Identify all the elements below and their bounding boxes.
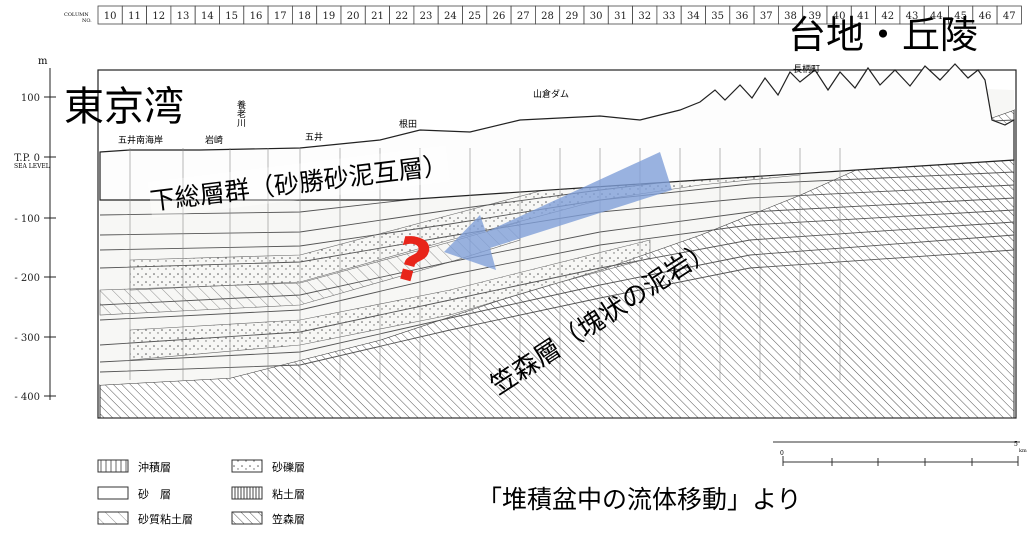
column-number: 11 xyxy=(128,11,141,22)
scale-end: 5 xyxy=(1014,441,1018,448)
column-number: 16 xyxy=(250,11,263,22)
depth-tick-label: - 400 xyxy=(14,392,40,403)
column-number: 12 xyxy=(152,11,165,22)
column-number: 30 xyxy=(590,11,603,22)
column-number: 23 xyxy=(420,11,433,22)
depth-tick-label: T.P. 0 xyxy=(14,153,40,164)
title-tokyo-bay: 東京湾 xyxy=(64,84,184,130)
column-number: 18 xyxy=(298,11,311,22)
depth-tick-label: 100 xyxy=(21,93,40,104)
column-number: 45 xyxy=(954,11,967,22)
depth-tick-label: - 200 xyxy=(14,273,40,284)
column-number: 25 xyxy=(468,11,481,22)
fluid-flow-arrow xyxy=(444,152,672,270)
column-number: 40 xyxy=(833,11,846,22)
column-number: 35 xyxy=(711,11,724,22)
column-number: 22 xyxy=(395,11,408,22)
scale-bar xyxy=(773,441,1020,466)
depth-tick-label: - 300 xyxy=(14,333,40,344)
column-number: 15 xyxy=(225,11,238,22)
column-number: 13 xyxy=(177,11,190,22)
column-number: 19 xyxy=(322,11,335,22)
legend-label-alluvium: 沖積層 xyxy=(138,460,171,474)
column-number: 21 xyxy=(371,11,384,22)
legend-label-sandy-clay: 砂質粘土層 xyxy=(138,512,193,526)
column-number: 17 xyxy=(274,11,287,22)
column-number-header: 10 11 12 13 14 15 16 17 18 19 20 21 22 23 24 25 26 27 28 29… xyxy=(97,5,1022,25)
title-upland-hills: 台地・丘陵 xyxy=(788,13,979,57)
column-number: 14 xyxy=(201,11,214,22)
place-iwasaki: 岩崎 xyxy=(205,134,223,146)
ground-surface xyxy=(99,63,1015,201)
column-number: 38 xyxy=(784,11,797,22)
column-header-no-label: NO. xyxy=(82,18,92,24)
legend-label-clay: 粘土層 xyxy=(272,487,305,501)
column-number: 27 xyxy=(517,11,530,22)
column-number: 37 xyxy=(760,11,773,22)
place-neda: 根田 xyxy=(399,118,417,130)
column-number: 36 xyxy=(736,11,749,22)
legend-label-gravel: 砂礫層 xyxy=(272,460,305,474)
source-note: 「堆積盆中の流体移動」より xyxy=(477,485,802,514)
column-header-label: COLUMN xyxy=(64,12,89,18)
legend-label-kasamori: 笠森層 xyxy=(272,512,305,526)
column-number: 34 xyxy=(687,11,700,22)
borehole-column-lines xyxy=(129,148,841,380)
scale-start: 0 xyxy=(780,450,784,457)
column-number: 32 xyxy=(638,11,651,22)
column-number: 41 xyxy=(857,11,870,22)
column-number: 42 xyxy=(881,11,894,22)
column-number: 28 xyxy=(541,11,554,22)
column-number: 39 xyxy=(808,11,821,22)
column-cell xyxy=(996,5,1022,25)
column-number: 44 xyxy=(930,11,943,22)
column-number: 26 xyxy=(493,11,506,22)
place-nagara-town: 長柄町 xyxy=(793,63,820,75)
depth-axis-unit: m xyxy=(38,56,48,67)
column-number: 31 xyxy=(614,11,627,22)
column-number: 29 xyxy=(565,11,578,22)
column-number: 33 xyxy=(663,11,676,22)
place-goi: 五井 xyxy=(305,131,323,143)
column-number: 24 xyxy=(444,11,457,22)
place-yamakura-dam: 山倉ダム xyxy=(533,88,569,100)
gravel-layer-lower xyxy=(129,239,651,361)
column-number: 47 xyxy=(1003,11,1016,22)
column-number: 46 xyxy=(979,11,992,22)
place-yoro-river: 養老川 xyxy=(235,99,246,127)
place-goi-minami-kaigan: 五井南海岸 xyxy=(118,134,163,146)
depth-tick-label: - 100 xyxy=(14,214,40,225)
sea-level-label: SEA LEVEL xyxy=(14,163,50,170)
column-number: 20 xyxy=(347,11,360,22)
column-number: 10 xyxy=(104,11,117,22)
column-number: 43 xyxy=(906,11,919,22)
legend-label-sand: 砂 層 xyxy=(138,488,171,501)
scale-unit: km xyxy=(1019,448,1027,454)
legend-swatches xyxy=(97,459,263,525)
